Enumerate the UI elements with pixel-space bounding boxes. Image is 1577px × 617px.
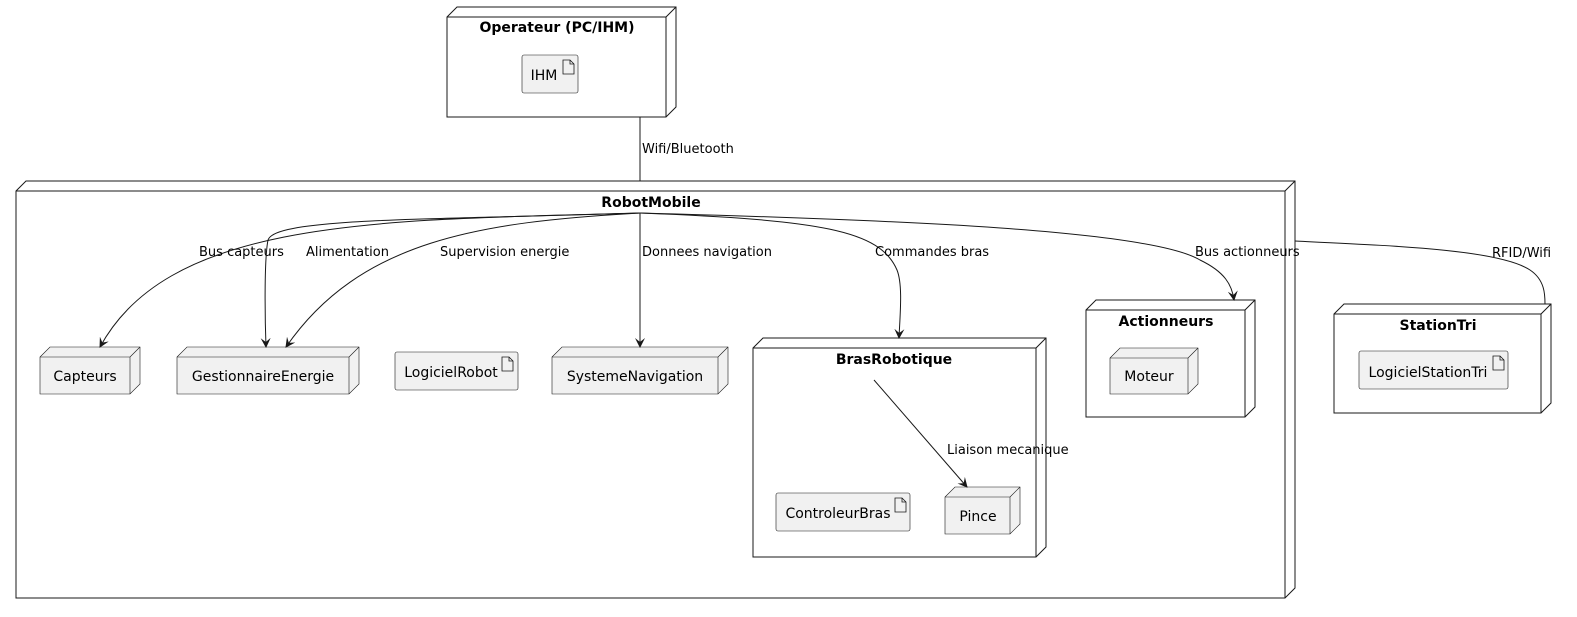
edge-bus-actionneurs-label: Bus actionneurs (1195, 245, 1300, 260)
node-pince: Pince (944, 486, 1021, 535)
edge-supervision (285, 212, 641, 348)
artifact-icon (562, 59, 575, 75)
station-title: StationTri (1399, 318, 1476, 334)
controleur-label: ControleurBras (785, 506, 890, 522)
edge-donnees-navigation-label: Donnees navigation (642, 245, 772, 260)
edge-commandes-bras (639, 212, 905, 339)
artifact-icon (894, 497, 907, 513)
gestionnaire-label: GestionnaireEnergie (192, 369, 334, 385)
edge-alimentation (260, 212, 641, 348)
artifact-icon (501, 356, 514, 372)
node-systeme-navigation: SystemeNavigation (551, 346, 729, 395)
node-gestionnaire-energie: GestionnaireEnergie (176, 346, 360, 395)
node-moteur: Moteur (1109, 347, 1199, 395)
node-actionneurs: Actionneurs Moteur (1085, 299, 1256, 418)
actionneurs-title: Actionneurs (1119, 314, 1214, 330)
logiciel-robot-label: LogicielRobot (404, 365, 498, 381)
robot-title: RobotMobile (601, 195, 700, 211)
artifact-logiciel-robot: LogicielRobot (394, 351, 519, 391)
edge-liaison-label: Liaison mecanique (947, 443, 1069, 458)
edge-rfid (1294, 240, 1546, 305)
edge-alimentation-label: Alimentation (306, 245, 389, 260)
node-operateur: Operateur (PC/IHM) IHM (446, 6, 677, 118)
artifact-controleur-bras: ControleurBras (775, 492, 911, 532)
artifact-logiciel-station-tri: LogicielStationTri (1358, 350, 1509, 390)
robot-edges: Bus capteurs Alimentation Supervision en… (99, 212, 1300, 348)
node-bras-robotique: BrasRobotique ControleurBras Pince (752, 337, 1047, 558)
artifact-ihm: IHM (521, 54, 579, 94)
edge-liaison-mecanique (873, 379, 968, 488)
edge-rfid-label: RFID/Wifi (1492, 246, 1551, 261)
capteurs-label: Capteurs (53, 369, 116, 385)
moteur-label: Moteur (1124, 369, 1174, 385)
edge-supervision-label: Supervision energie (440, 245, 569, 260)
edge-bus-capteurs-label: Bus capteurs (199, 245, 284, 260)
bras-title: BrasRobotique (836, 352, 952, 368)
edge-commandes-bras-label: Commandes bras (875, 245, 989, 260)
edge-bus-actionneurs (639, 212, 1238, 301)
node-station-tri: StationTri LogicielStationTri (1333, 303, 1552, 414)
pince-label: Pince (959, 509, 996, 525)
ihm-label: IHM (531, 68, 558, 84)
node-capteurs: Capteurs (39, 346, 141, 395)
logiciel-station-label: LogicielStationTri (1369, 365, 1488, 381)
operateur-title: Operateur (PC/IHM) (479, 20, 634, 36)
edge-wifi-label: Wifi/Bluetooth (642, 142, 734, 157)
artifact-icon (1492, 355, 1505, 371)
navigation-label: SystemeNavigation (567, 369, 703, 385)
